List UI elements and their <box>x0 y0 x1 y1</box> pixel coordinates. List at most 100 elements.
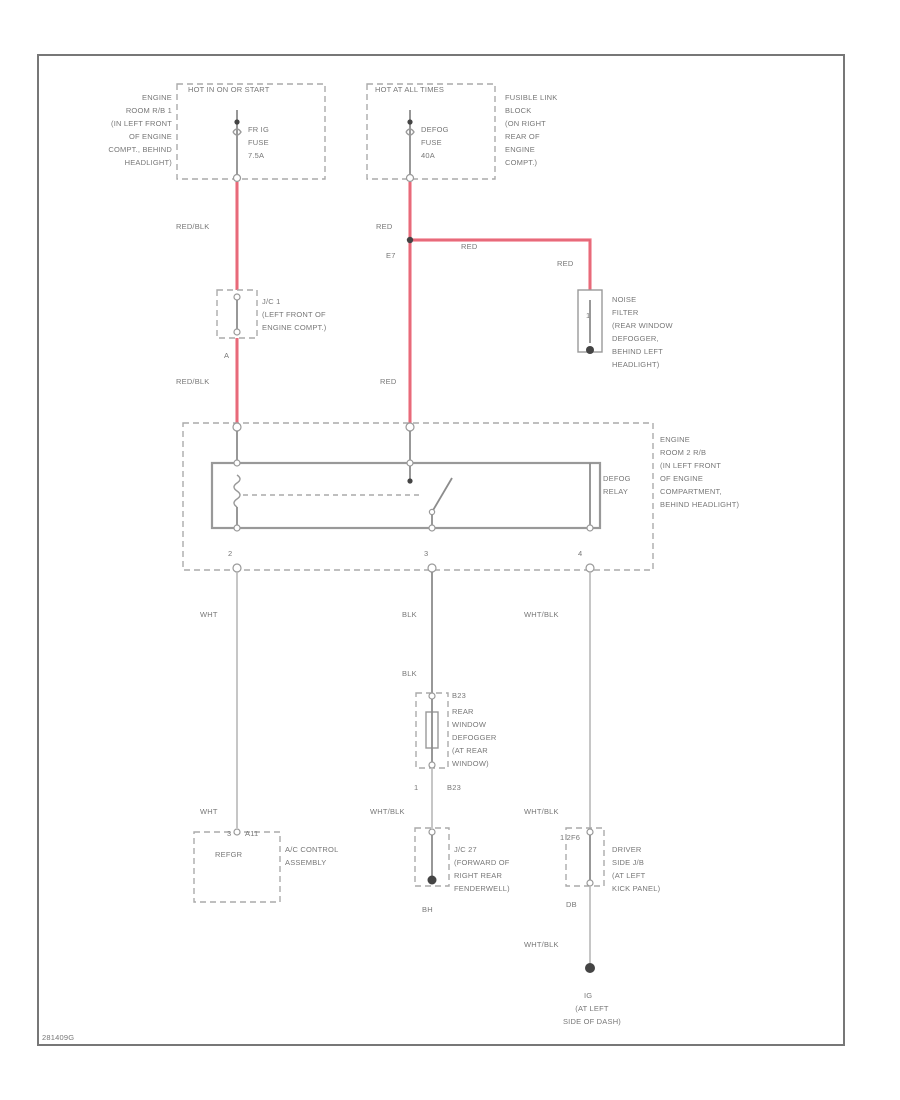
right-fuse-rating: 40A <box>421 151 435 160</box>
relay-top-mid-connector <box>405 422 415 432</box>
ac-control-connector: A11 <box>245 829 258 838</box>
wire-label-wht-lower: WHT <box>200 807 218 816</box>
left-fuse-connector <box>232 173 242 183</box>
svg-text:J/C 27: J/C 27 <box>454 845 477 854</box>
relay-bottom-mid-connector <box>427 563 437 573</box>
relay-top-left-connector <box>232 422 242 432</box>
figure-id: 281409G <box>42 1033 74 1042</box>
svg-text:RIGHT REAR: RIGHT REAR <box>454 871 503 880</box>
relay-contact-pin-top <box>406 459 414 467</box>
right-fuse-icon <box>405 128 415 136</box>
relay-pin-3: 3 <box>424 549 428 558</box>
relay-switch-arm <box>431 477 453 513</box>
jc1-box <box>216 289 258 339</box>
left-fuse-location: ENGINE ROOM R/B 1 (IN LEFT FRONT OF ENGI… <box>108 93 172 167</box>
defogger-label: REAR WINDOW DEFOGGER (AT REAR WINDOW) <box>452 707 497 768</box>
defogger-bottom-terminal <box>428 761 436 769</box>
svg-text:FUSIBLE LINK: FUSIBLE LINK <box>505 93 557 102</box>
right-fuse-type: FUSE <box>421 138 442 147</box>
svg-text:(LEFT FRONT OF: (LEFT FRONT OF <box>262 310 326 319</box>
driver-jb-box <box>565 827 605 887</box>
relay-bottom-left-connector <box>232 563 242 573</box>
jc1-label: J/C 1 (LEFT FRONT OF ENGINE COMPT.) <box>262 297 327 332</box>
svg-text:BEHIND LEFT: BEHIND LEFT <box>612 347 663 356</box>
svg-text:DEFOG: DEFOG <box>603 474 631 483</box>
wire-label-red-filter: RED <box>557 259 574 268</box>
relay-right-pin-bottom <box>586 524 594 532</box>
noise-filter-pin: 1 <box>586 311 590 320</box>
svg-text:ENGINE: ENGINE <box>660 435 690 444</box>
svg-text:COMPT.): COMPT.) <box>505 158 538 167</box>
svg-text:SIDE OF DASH): SIDE OF DASH) <box>563 1017 621 1026</box>
svg-text:(ON RIGHT: (ON RIGHT <box>505 119 546 128</box>
svg-text:ROOM R/B 1: ROOM R/B 1 <box>126 106 172 115</box>
svg-text:A/C CONTROL: A/C CONTROL <box>285 845 338 854</box>
svg-text:DEFOGGER,: DEFOGGER, <box>612 334 659 343</box>
wire-label-wht-blk-upper: WHT/BLK <box>524 610 559 619</box>
defogger-id: B23 <box>452 691 466 700</box>
svg-text:(AT LEFT: (AT LEFT <box>612 871 646 880</box>
left-fuse-header: HOT IN ON OR START <box>188 85 270 94</box>
svg-text:NOISE: NOISE <box>612 295 636 304</box>
left-fuse-terminal <box>234 119 240 125</box>
svg-text:HEADLIGHT): HEADLIGHT) <box>125 158 173 167</box>
svg-text:(IN LEFT FRONT: (IN LEFT FRONT <box>111 119 172 128</box>
driver-jb-label: DRIVER SIDE J/B (AT LEFT KICK PANEL) <box>612 845 660 893</box>
ac-control-terminal <box>233 828 241 836</box>
jc1-pin: A <box>224 351 229 360</box>
right-fuse-header: HOT AT ALL TIMES <box>375 85 444 94</box>
relay-bottom-right-connector <box>585 563 595 573</box>
svg-text:(REAR WINDOW: (REAR WINDOW <box>612 321 673 330</box>
svg-text:(AT LEFT: (AT LEFT <box>575 1004 609 1013</box>
wire-label-red-upper: RED <box>376 222 393 231</box>
wire-label-blk-lower: BLK <box>402 669 417 678</box>
ac-control-box <box>193 831 281 903</box>
svg-text:REAR: REAR <box>452 707 474 716</box>
svg-text:HEADLIGHT): HEADLIGHT) <box>612 360 660 369</box>
ground-ig-dot <box>585 963 595 973</box>
ground-ig-id: IG <box>584 991 592 1000</box>
wire-label-wht-blk-right-lower: WHT/BLK <box>524 807 559 816</box>
svg-text:J/C 1: J/C 1 <box>262 297 281 306</box>
diagram-frame <box>37 54 845 1046</box>
defogger-top-terminal <box>428 692 436 700</box>
svg-text:OF ENGINE: OF ENGINE <box>129 132 172 141</box>
left-fuse-box <box>176 83 326 180</box>
left-fuse-rating: 7.5A <box>248 151 264 160</box>
wire-label-blk-upper: BLK <box>402 610 417 619</box>
relay-coil-icon <box>233 474 241 508</box>
driver-jb-bottom-terminal <box>586 879 594 887</box>
svg-text:DEFOGGER: DEFOGGER <box>452 733 497 742</box>
svg-text:BLOCK: BLOCK <box>505 106 531 115</box>
wire-label-red-blk-lower: RED/BLK <box>176 377 210 386</box>
splice-e7-label: E7 <box>386 251 396 260</box>
jc27-box <box>414 827 450 887</box>
jc27-ground-dot <box>427 875 437 885</box>
svg-text:SIDE J/B: SIDE J/B <box>612 858 644 867</box>
left-fuse-icon <box>232 128 242 136</box>
relay-switch-pin-bottom <box>428 524 436 532</box>
wire-label-red-branch: RED <box>461 242 478 251</box>
wire-label-wht-upper: WHT <box>200 610 218 619</box>
splice-e7 <box>406 236 414 244</box>
svg-text:(FORWARD OF: (FORWARD OF <box>454 858 510 867</box>
wire-label-wht-blk-mid: WHT/BLK <box>370 807 405 816</box>
left-fuse-type: FUSE <box>248 138 269 147</box>
svg-text:FENDERWELL): FENDERWELL) <box>454 884 510 893</box>
relay-pin-2: 2 <box>228 549 232 558</box>
right-fuse-id: DEFOG <box>421 125 449 134</box>
svg-text:COMPT., BEHIND: COMPT., BEHIND <box>108 145 172 154</box>
noise-filter-ground-dot <box>586 346 594 354</box>
defogger-pin-bottom: 1 <box>414 783 418 792</box>
svg-text:FILTER: FILTER <box>612 308 639 317</box>
right-fuse-terminal <box>407 119 413 125</box>
svg-text:RELAY: RELAY <box>603 487 628 496</box>
jc27-label: J/C 27 (FORWARD OF RIGHT REAR FENDERWELL… <box>454 845 510 893</box>
driver-jb-ground-id: DB <box>566 900 577 909</box>
red-wires <box>235 182 592 423</box>
svg-text:OF ENGINE: OF ENGINE <box>660 474 703 483</box>
driver-jb-connector: 1 2F6 <box>560 833 580 842</box>
wire-label-red-blk-upper: RED/BLK <box>176 222 210 231</box>
jc1-top-terminal <box>233 293 241 301</box>
